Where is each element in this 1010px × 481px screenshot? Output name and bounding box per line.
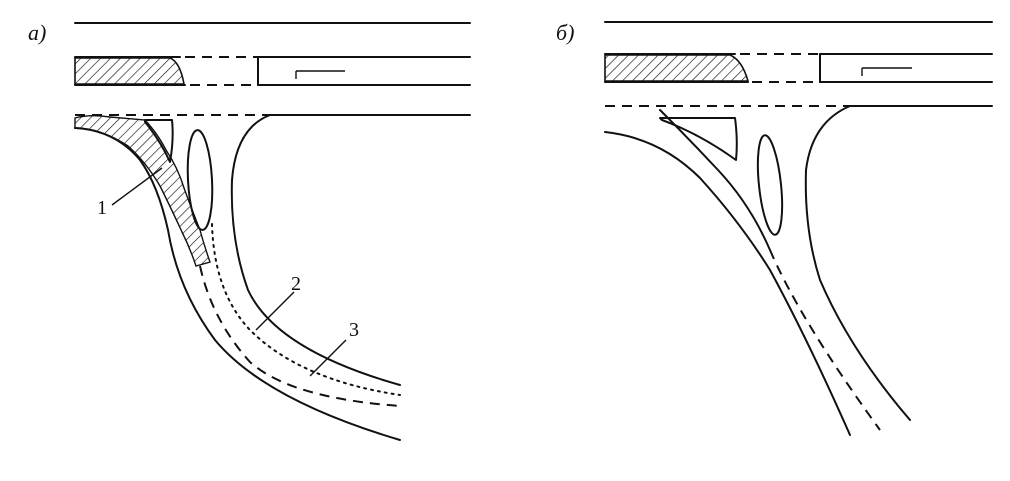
callout-2-leader [255,291,295,331]
ramp-outer-edge [74,127,401,441]
callout-3-label: 3 [349,319,359,341]
panel-a-label: а) [28,20,46,45]
triangle-island [144,119,174,163]
callout-1-label: 1 [97,197,107,219]
panel-a: а) [28,20,471,441]
ramp-inner-edge [230,114,401,386]
hatched-shoulder [74,115,211,267]
main-road-a [74,22,471,116]
panel-b-label: б) [556,20,574,45]
ramp-lane-dash [199,265,401,407]
ramp-lane-dash [769,249,881,431]
ramp-a [74,114,401,441]
elongated-island [756,134,784,236]
callout-1-leader [111,167,163,206]
elongated-island [186,129,214,231]
callout-3-leader [309,339,347,377]
callout-2-label: 2 [291,273,301,295]
ramp-inner-edge [804,105,911,421]
triangle-island [659,117,738,161]
hatched-taper [604,54,750,82]
main-road-b [604,21,993,107]
ramp-dotted-line [211,223,401,396]
panel-b: б) [556,20,993,436]
callouts-a: 1 2 3 [97,167,359,377]
ramp-b [604,105,911,436]
ramp-outer-edge [604,131,851,436]
ramp-edge-line [659,109,771,251]
hatched-taper [74,57,185,85]
